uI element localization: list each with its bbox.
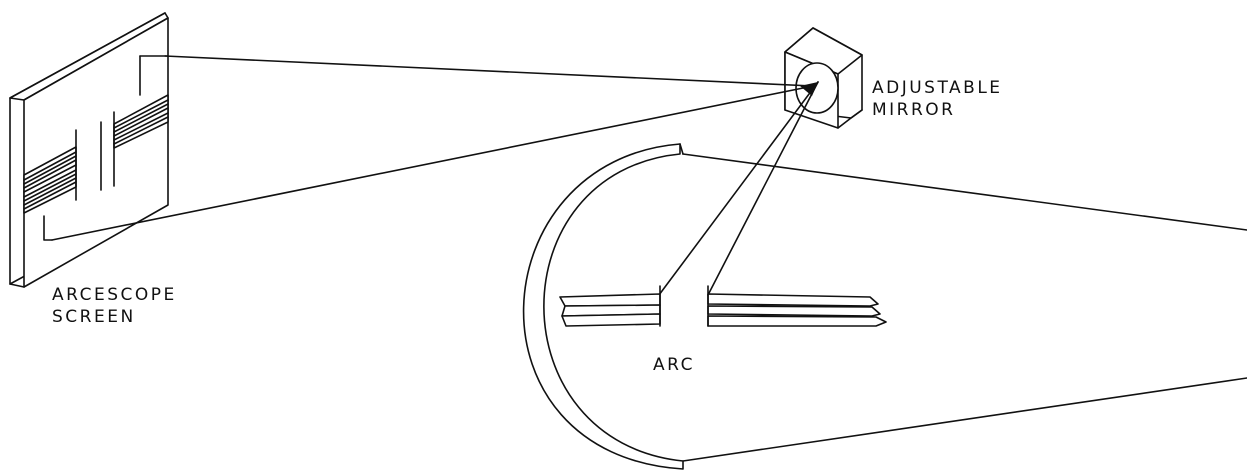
- arcscope-screen-label-line2: SCREEN: [52, 307, 136, 327]
- left-electrode: [560, 286, 660, 326]
- screen-projected-arc-image: [24, 56, 168, 240]
- arc-housing-reflector: [524, 144, 1247, 469]
- adjustable-mirror-label-line1: ADJUSTABLE: [872, 78, 1003, 98]
- arc-label-text: ARC: [653, 355, 695, 375]
- arc-label: ARC: [653, 354, 695, 376]
- right-electrode: [708, 286, 886, 326]
- mirror-glass: [795, 62, 839, 114]
- screen-face: [24, 18, 168, 287]
- adjustable-mirror-label-line2: MIRROR: [872, 100, 956, 120]
- adjustable-mirror: [785, 28, 862, 128]
- light-rays-screen-mirror: [52, 56, 813, 240]
- arcscope-screen: [10, 13, 168, 287]
- adjustable-mirror-label: ADJUSTABLE MIRROR: [872, 77, 1003, 121]
- arcscope-screen-label: ARCESCOPE SCREEN: [52, 284, 177, 328]
- light-rays-arc-mirror: [659, 82, 818, 295]
- arcscope-screen-label-line1: ARCESCOPE: [52, 285, 177, 305]
- arc-electrodes: [560, 286, 886, 326]
